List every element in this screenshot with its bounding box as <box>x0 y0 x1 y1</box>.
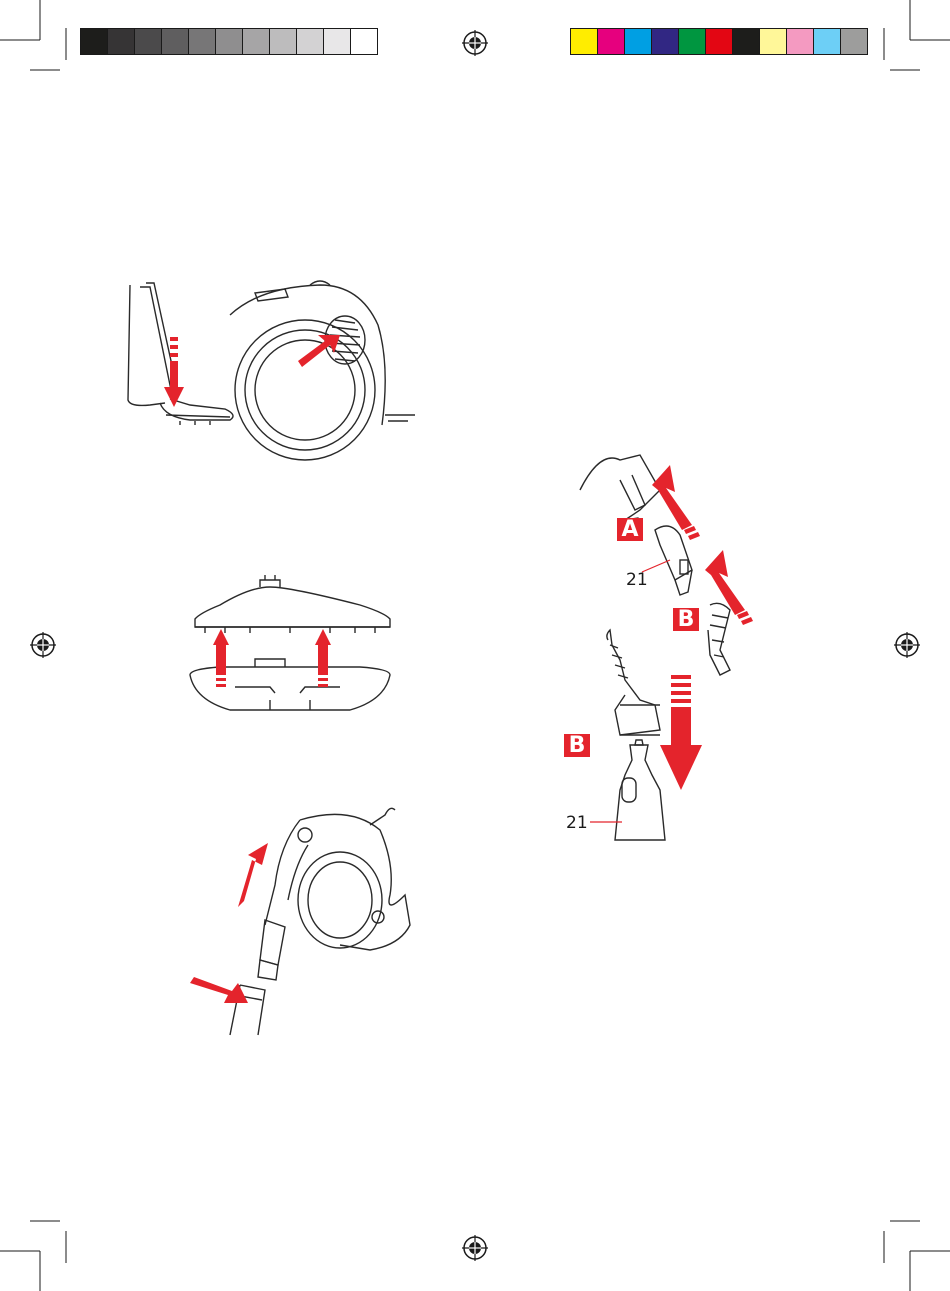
calibration-swatch <box>350 28 378 55</box>
calibration-swatch <box>107 28 135 55</box>
calibration-swatch <box>813 28 841 55</box>
calibration-swatch <box>651 28 679 55</box>
figure-handheld-tube-illustration <box>190 805 420 1035</box>
registration-mark-top-icon <box>462 30 488 56</box>
calibration-swatch <box>732 28 760 55</box>
calibration-swatch <box>80 28 108 55</box>
calibration-swatch <box>161 28 189 55</box>
part-number-21-bottom: 21 <box>566 813 588 833</box>
calibration-swatch <box>242 28 270 55</box>
label-b-bottom: B <box>564 734 590 757</box>
calibration-swatch <box>597 28 625 55</box>
figure-pad-attach-illustration <box>190 575 390 720</box>
calibration-swatch <box>323 28 351 55</box>
calibration-swatch <box>570 28 598 55</box>
calibration-swatch <box>188 28 216 55</box>
calibration-swatch <box>624 28 652 55</box>
calibration-swatch <box>296 28 324 55</box>
figure-connector-assembly-illustration <box>580 450 780 850</box>
registration-mark-right-icon <box>894 632 920 658</box>
calibration-swatch <box>215 28 243 55</box>
calibration-swatch <box>786 28 814 55</box>
registration-mark-left-icon <box>30 632 56 658</box>
calibration-swatch <box>840 28 868 55</box>
figure-mop-attach-illustration <box>120 275 420 430</box>
part-number-21-top: 21 <box>626 570 648 590</box>
calibration-swatch <box>678 28 706 55</box>
calibration-swatch <box>269 28 297 55</box>
calibration-swatch <box>705 28 733 55</box>
calibration-swatch <box>759 28 787 55</box>
registration-mark-bottom-icon <box>462 1235 488 1261</box>
calibration-swatch <box>134 28 162 55</box>
label-b-top: B <box>673 608 699 631</box>
label-a: A <box>617 518 643 541</box>
